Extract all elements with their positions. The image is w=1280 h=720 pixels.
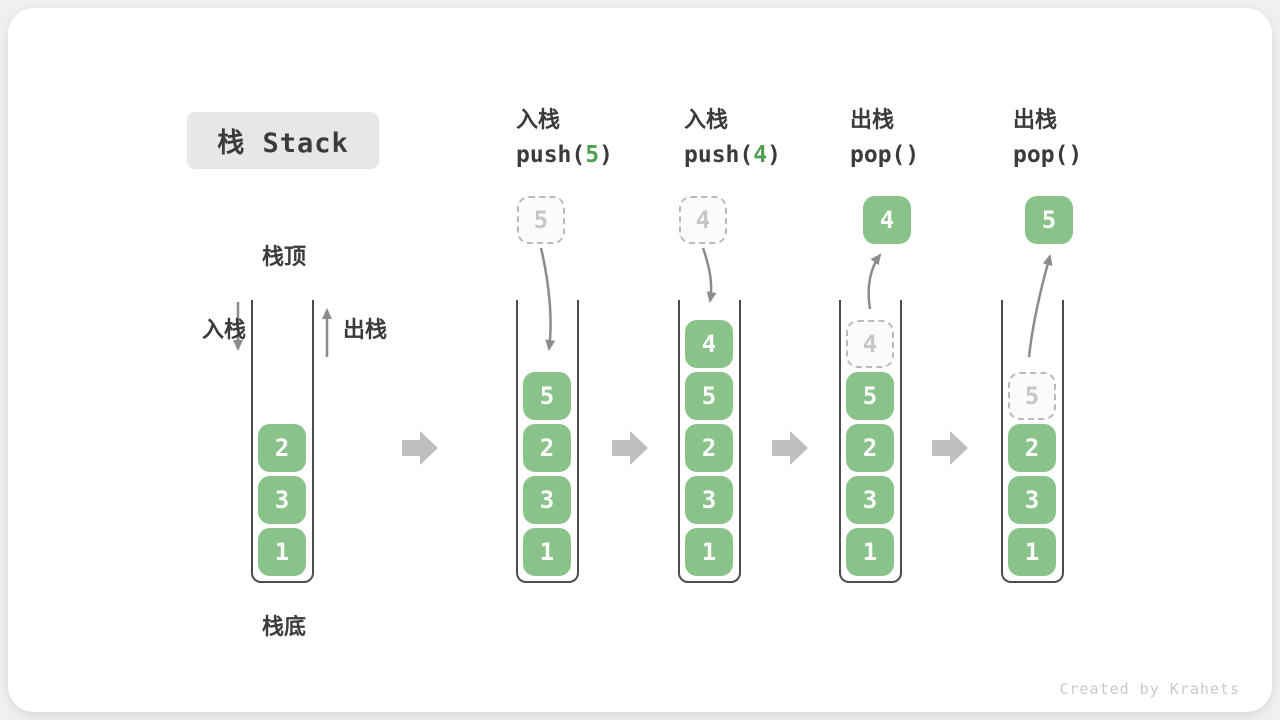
stack-cell: 3	[258, 476, 306, 524]
call-prefix: pop(	[1013, 142, 1069, 168]
operation-label-1: 入栈 push(5)	[516, 107, 613, 169]
stack-cell: 1	[1008, 528, 1056, 576]
push-side-label: 入栈	[201, 317, 246, 342]
stack-cell: 4	[685, 320, 733, 368]
watermark: Created by Krahets	[1059, 680, 1240, 698]
operation-label-4: 出栈 pop()	[1013, 107, 1082, 169]
stack-container-1	[251, 300, 314, 583]
call-suffix: )	[767, 142, 781, 168]
stack-cell: 5	[846, 372, 894, 420]
operation-call: push(4)	[684, 142, 781, 168]
operation-name: 入栈	[516, 107, 561, 132]
floating-cell-ghost: 5	[517, 196, 565, 244]
stack-cell: 1	[685, 528, 733, 576]
stack-cell: 2	[1008, 424, 1056, 472]
stack-cell: 1	[846, 528, 894, 576]
floating-cell-ghost: 4	[679, 196, 727, 244]
stack-cell: 3	[846, 476, 894, 524]
stack-top-label: 栈顶	[261, 244, 306, 269]
stack-container-5	[1001, 300, 1064, 583]
stack-container-4	[839, 300, 902, 583]
stack-cell: 3	[1008, 476, 1056, 524]
operation-name: 出栈	[1013, 107, 1058, 132]
stack-cell: 1	[258, 528, 306, 576]
call-suffix: )	[1068, 142, 1083, 168]
call-arg: 5	[585, 142, 600, 168]
stack-cell-ghost: 4	[846, 320, 894, 368]
operation-label-2: 入栈 push(4)	[684, 107, 781, 169]
call-prefix: pop(	[850, 142, 906, 168]
stack-cell: 2	[685, 424, 733, 472]
pop-side-label: 出栈	[343, 317, 388, 342]
stack-cell: 1	[523, 528, 571, 576]
operation-call: push(5)	[516, 142, 613, 168]
stack-cell: 2	[523, 424, 571, 472]
call-suffix: )	[905, 142, 920, 168]
title-badge: 栈 Stack	[187, 112, 379, 169]
floating-cell-solid: 4	[863, 196, 911, 244]
stack-cell: 2	[846, 424, 894, 472]
stack-cell-ghost: 5	[1008, 372, 1056, 420]
call-prefix: push(	[684, 142, 754, 168]
stack-cell: 5	[685, 372, 733, 420]
operation-name: 入栈	[684, 107, 729, 132]
stack-container-3	[678, 300, 741, 583]
call-prefix: push(	[516, 142, 586, 168]
operation-call: pop()	[1013, 142, 1082, 168]
call-arg: 4	[753, 142, 768, 168]
operation-call: pop()	[850, 142, 919, 168]
stack-cell: 3	[523, 476, 571, 524]
operation-label-3: 出栈 pop()	[850, 107, 919, 169]
call-suffix: )	[599, 142, 613, 168]
operation-name: 出栈	[850, 107, 895, 132]
stack-cell: 3	[685, 476, 733, 524]
stack-bottom-label: 栈底	[261, 614, 306, 639]
stack-container-2	[516, 300, 579, 583]
stack-cell: 2	[258, 424, 306, 472]
stack-cell: 5	[523, 372, 571, 420]
floating-cell-solid: 5	[1025, 196, 1073, 244]
